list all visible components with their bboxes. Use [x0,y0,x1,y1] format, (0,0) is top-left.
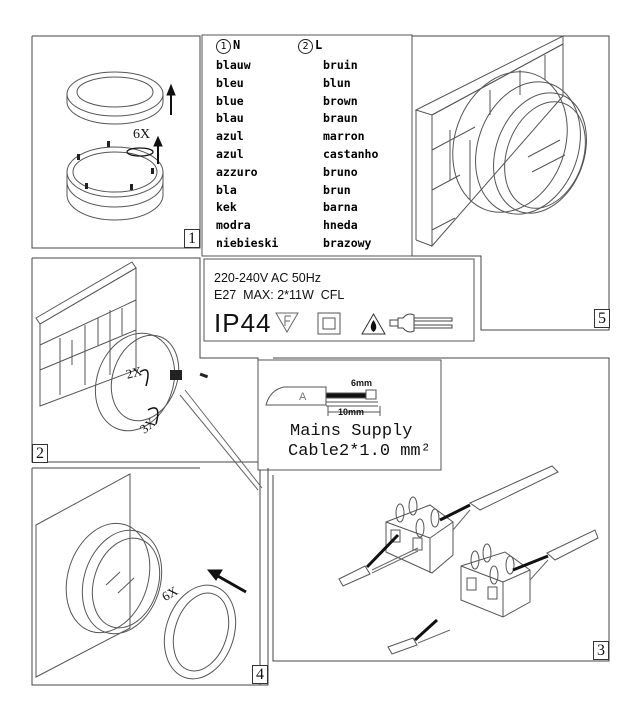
voltage-spec: 220-240V AC 50Hz [214,271,322,285]
live-color-name: brun [323,182,351,197]
step-number-2: 2 [32,444,48,463]
strip-length-short: 6mm [351,378,373,388]
live-color-name: bruin [323,58,358,72]
step-number-5: 5 [594,309,610,328]
live-color-name: hneda [323,218,358,233]
step-3-drawing [338,465,599,655]
live-marker: 2 [298,39,313,54]
cable-box [257,359,442,471]
spec-box [203,258,475,342]
neutral-color-name: modra [216,218,251,233]
live-color-name: brown [323,93,358,108]
live-color-name: bruno [323,164,358,179]
neutral-color-name: blue [216,93,244,108]
mains-supply-title: Mains Supply [290,422,413,441]
step-number-1: 1 [184,229,200,248]
neutral-color-name: azul [216,146,244,161]
neutral-color-name: bla [216,182,237,197]
live-column: bruin blun brown braun marron castanho b… [323,57,378,253]
wire-color-box [201,34,413,257]
neutral-color-name: blau [216,111,244,126]
neutral-color-name: niebieski [216,235,279,250]
live-color-name: blun [323,75,351,90]
step-4-drawing [35,473,237,680]
live-color-name: castanho [323,146,379,161]
panel-3-frame [272,357,610,662]
panel-1-frame [31,35,201,249]
step-5-drawing [414,35,587,248]
live-code: L [315,38,323,52]
bulb-spec: E27 MAX: 2*11W CFL [214,288,345,302]
step-number-4: 4 [252,665,268,684]
neutral-code: N [233,38,241,52]
neutral-color-name: azul [216,129,244,144]
strip-length-long: 10mm [338,407,365,417]
cable-spec: Cable2*1.0 mm² [288,442,431,461]
neutral-column: blauw bleu blue blau azul azul azzuro bl… [216,57,278,253]
panel-5-frame [412,35,610,331]
panel-4-frame [31,468,269,686]
ip-rating: IP44 [214,308,272,338]
live-color-name: braun [323,111,358,126]
neutral-color-name: azzuro [216,164,258,179]
cable-jacket-label: A [299,391,307,403]
neutral-color-name: kek [216,200,237,215]
cable-strip-diagram [265,386,381,416]
step-2-drawing [35,261,263,491]
neutral-color-name: blauw [216,58,251,72]
live-color-name: marron [323,129,365,144]
electrical-specs: 220-240V AC 50Hz E27 MAX: 2*11W CFL [214,270,344,304]
neutral-color-name: bleu [216,75,244,90]
step-1-drawing [66,71,164,221]
step-number-3: 3 [593,641,609,660]
live-color-name: barna [323,200,358,215]
step-1-screw-count: 6X [133,127,151,142]
live-color-name: brazowy [323,235,372,250]
neutral-marker: 1 [216,39,231,54]
